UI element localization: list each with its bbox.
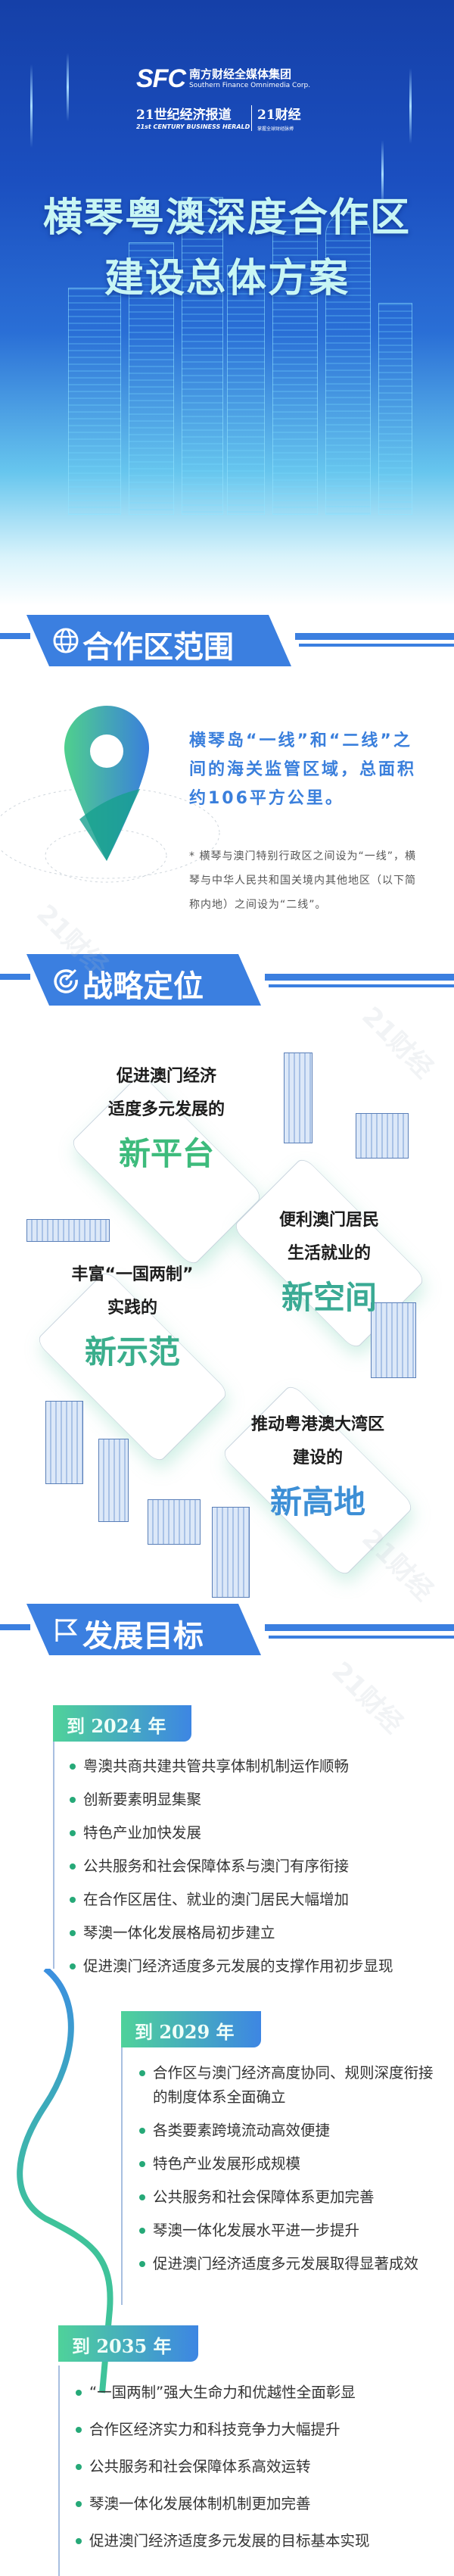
goal-item: 特色产业加快发展 — [70, 1821, 433, 1845]
skyline-building — [182, 197, 223, 515]
flag-icon — [55, 1619, 78, 1642]
strategy-text: 丰富“一国两制” — [71, 1265, 194, 1284]
strategy-text: 便利澳门居民 — [278, 1211, 379, 1230]
banner-line — [295, 633, 454, 640]
strategy-item: 推动粤港澳大湾区 建设的 新高地 — [227, 1408, 409, 1525]
banner-line — [0, 974, 30, 980]
goal-item: 创新要素明显集聚 — [70, 1788, 433, 1812]
watermark: 21财经 — [356, 1523, 440, 1607]
target-icon — [54, 968, 78, 993]
skyline-building — [378, 303, 412, 515]
timeline-line — [58, 2365, 60, 2576]
building-illustration — [45, 1401, 83, 1484]
period-tag-2024: 到 2024 年 — [53, 1705, 191, 1742]
building-illustration — [148, 1499, 201, 1545]
light-streak — [409, 68, 412, 144]
brand-slogan: 掌握全球财经脉搏 — [257, 126, 294, 132]
goal-item: 琴澳一体化发展水平进一步提升 — [139, 2219, 438, 2243]
goal-item: 公共服务和社会保障体系更加完善 — [139, 2185, 438, 2210]
building-illustration — [371, 1302, 416, 1378]
watermark: 21财经 — [356, 1001, 440, 1084]
light-streak — [67, 53, 69, 121]
section-heading-goals: 发展目标 — [26, 1604, 269, 1655]
building-illustration — [356, 1113, 409, 1159]
strategy-item: 丰富“一国两制” 实践的 新示范 — [42, 1258, 223, 1375]
scope-footnote: * 横琴与澳门特别行政区之间设为“一线”，横琴与中华人民共和国关境内其他地区（以… — [189, 850, 416, 911]
goal-item: 促进澳门经济适度多元发展的支撑作用初步显现 — [70, 1954, 433, 1979]
goal-item: 各类要素跨境流动高效便捷 — [139, 2119, 438, 2143]
banner-line — [0, 633, 30, 639]
skyline-building — [68, 288, 121, 515]
skyline-building — [272, 220, 318, 515]
section-heading-scope: 合作区范围 — [26, 615, 299, 666]
strategy-item: 促进澳门经济 适度多元发展的 新平台 — [76, 1060, 257, 1177]
strategy-item: 便利澳门居民 生活就业的 新空间 — [242, 1204, 416, 1321]
building-illustration — [284, 1053, 313, 1143]
light-streak — [381, 140, 384, 208]
timeline-line — [121, 2047, 123, 2305]
building-illustration — [212, 1507, 250, 1598]
goal-item: 琴澳一体化发展体制机制更加完善 — [76, 2492, 439, 2516]
goal-item: 公共服务和社会保障体系高效运转 — [76, 2455, 439, 2479]
group-name-en: Southern Finance Omnimedia Corp. — [189, 82, 311, 89]
group-name-cn: 南方财经全媒体集团 — [189, 67, 292, 81]
paper-name-en: 21st CENTURY BUSINESS HERALD — [136, 123, 250, 130]
goal-item: 促进澳门经济适度多元发展取得显著成效 — [139, 2252, 438, 2276]
goal-item: 特色产业发展形成规模 — [139, 2152, 438, 2176]
divider — [251, 105, 252, 131]
goal-item: 琴澳一体化发展格局初步建立 — [70, 1921, 433, 1945]
skyline-building — [227, 265, 265, 515]
strategy-text: 推动粤港澳大湾区 — [250, 1415, 384, 1434]
strategy-text: 促进澳门经济 — [116, 1067, 216, 1086]
strategy-text: 建设的 — [292, 1449, 343, 1467]
banner-line — [269, 1636, 454, 1639]
banner-line — [265, 1624, 454, 1631]
strategy-text: 实践的 — [107, 1299, 157, 1318]
banner-line — [269, 984, 454, 987]
strategy-text: 适度多元发展的 — [107, 1100, 225, 1119]
page-subtitle: 建设总体方案 — [104, 256, 350, 301]
goal-item: 合作区经济实力和科技竞争力大幅提升 — [76, 2418, 439, 2442]
page-title: 横琴粤澳深度合作区 — [42, 195, 411, 241]
strategy-highlight: 新高地 — [269, 1483, 365, 1520]
goal-item: 合作区与澳门经济高度协同、规则深度衔接的制度体系全面确立 — [139, 2061, 438, 2110]
goal-item: 在合作区居住、就业的澳门居民大幅增加 — [70, 1888, 433, 1912]
strategy-text: 生活就业的 — [287, 1244, 371, 1263]
brand-21caijing: 21财经 — [257, 108, 301, 123]
timeline-line — [53, 1742, 54, 1969]
period-tag-2035: 到 2035 年 — [58, 2325, 198, 2362]
light-streak — [30, 64, 33, 148]
hero-banner: SFC 南方财经全媒体集团 Southern Finance Omnimedia… — [0, 0, 454, 606]
scope-description: 横琴岛“一线”和“二线”之间的海关监管区域，总面积约106平方公里。 — [189, 731, 417, 808]
skyline-building — [325, 212, 371, 515]
location-pin-icon — [64, 706, 149, 861]
strategy-highlight: 新空间 — [281, 1279, 377, 1316]
globe-icon — [53, 628, 79, 653]
sfc-logo: SFC — [136, 64, 186, 93]
ribbon-decoration — [17, 1969, 114, 2394]
banner-line — [0, 1624, 30, 1630]
period-tag-2029: 到 2029 年 — [121, 2011, 261, 2047]
goal-item: 粤澳共商共建共管共享体制机制运作顺畅 — [70, 1754, 433, 1779]
paper-name-cn: 21世纪经济报道 — [136, 108, 232, 123]
section-title: 合作区范围 — [82, 630, 234, 665]
skyline-building — [129, 242, 174, 515]
goal-item: “一国两制”强大生命力和优越性全面彰显 — [76, 2381, 439, 2405]
goal-item: 促进澳门经济适度多元发展的目标基本实现 — [76, 2529, 439, 2553]
section-title: 战略定位 — [82, 969, 204, 1004]
section-title: 发展目标 — [82, 1619, 204, 1654]
banner-line — [265, 974, 454, 981]
strategy-highlight: 新示范 — [84, 1333, 180, 1371]
section-heading-positioning: 战略定位 — [26, 954, 269, 1006]
strategy-highlight: 新平台 — [118, 1135, 214, 1172]
building-illustration — [98, 1439, 129, 1522]
watermark: 21财经 — [325, 1656, 409, 1739]
goal-item: 公共服务和社会保障体系与澳门有序衔接 — [70, 1854, 433, 1879]
building-illustration — [26, 1219, 110, 1242]
banner-line — [299, 644, 454, 647]
